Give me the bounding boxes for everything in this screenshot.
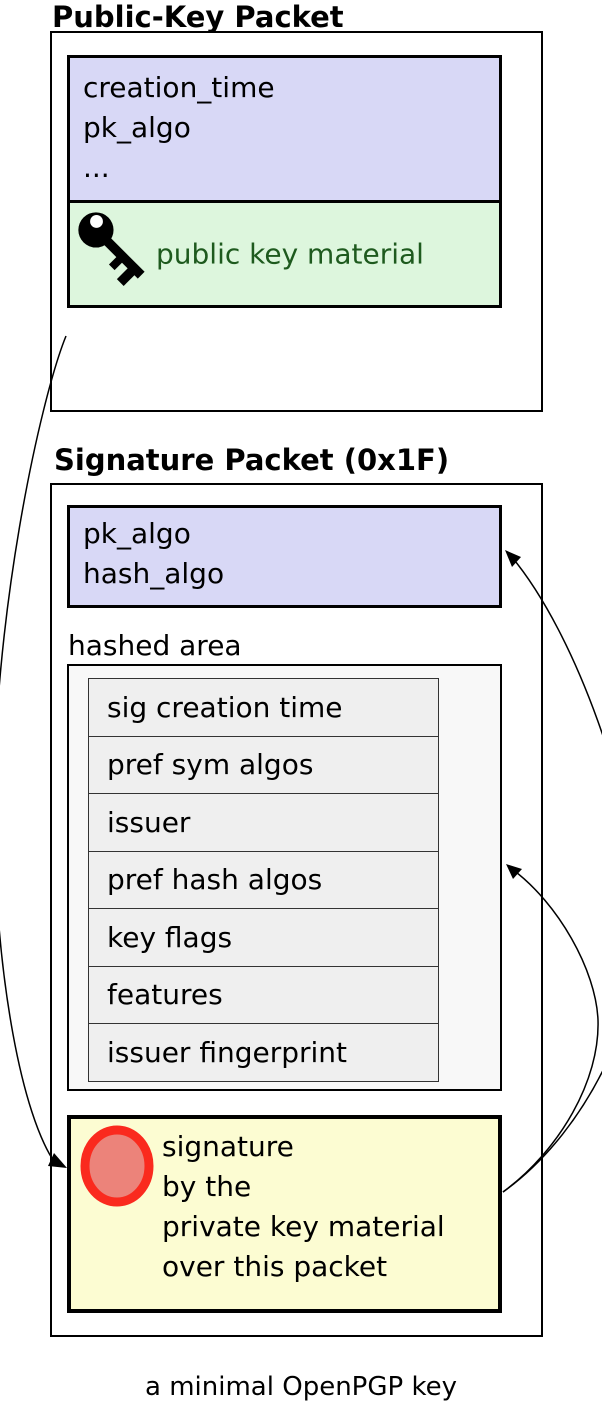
subpacket-pref-sym-algos: pref sym algos — [107, 748, 314, 782]
field-ellipsis: ... — [83, 151, 110, 184]
diagram-caption: a minimal OpenPGP key — [145, 1372, 457, 1402]
subpacket-issuer: issuer — [107, 805, 191, 839]
signature-line: by the — [162, 1170, 252, 1203]
signature-line: signature — [162, 1130, 294, 1163]
field-pk-algo: pk_algo — [83, 517, 191, 550]
field-creation-time: creation_time — [83, 71, 275, 104]
subpacket-issuer-fingerprint: issuer fingerprint — [107, 1035, 348, 1069]
subpacket-features: features — [107, 978, 223, 1012]
signature-description: signature by the private key material ov… — [162, 1127, 445, 1287]
subpacket-key-flags: key flags — [107, 920, 233, 954]
subpacket-row: pref hash algos — [89, 852, 438, 909]
public-key-header-fields: creation_time pk_algo ... — [70, 58, 499, 200]
public-key-material-cell: public key material — [70, 200, 499, 305]
key-icon — [76, 210, 156, 302]
field-pk-algo: pk_algo — [83, 111, 191, 144]
signature-value-box — [67, 1115, 502, 1313]
seal-icon — [79, 1122, 155, 1210]
field-hash-algo: hash_algo — [83, 557, 225, 590]
subpacket-pref-hash-algos: pref hash algos — [107, 863, 323, 897]
subpacket-sig-creation-time: sig creation time — [107, 690, 343, 724]
subpacket-row: issuer fingerprint — [89, 1024, 438, 1081]
signature-packet-title: Signature Packet (0x1F) — [54, 443, 450, 477]
signature-line: private key material — [162, 1210, 445, 1243]
signature-header-fields: pk_algo hash_algo — [67, 505, 502, 608]
subpacket-row: features — [89, 967, 438, 1024]
subpacket-row: sig creation time — [89, 679, 438, 737]
subpacket-row: pref sym algos — [89, 737, 438, 794]
subpacket-row: issuer — [89, 794, 438, 852]
public-key-packet-fields: creation_time pk_algo ... public key mat… — [67, 55, 502, 308]
signature-line: over this packet — [162, 1250, 388, 1283]
hashed-area-label: hashed area — [68, 629, 242, 662]
public-key-packet-title: Public-Key Packet — [52, 0, 344, 34]
subpacket-row: key flags — [89, 909, 438, 967]
public-key-material-label: public key material — [156, 237, 424, 271]
subpacket-table: sig creation time pref sym algos issuer … — [88, 678, 439, 1082]
